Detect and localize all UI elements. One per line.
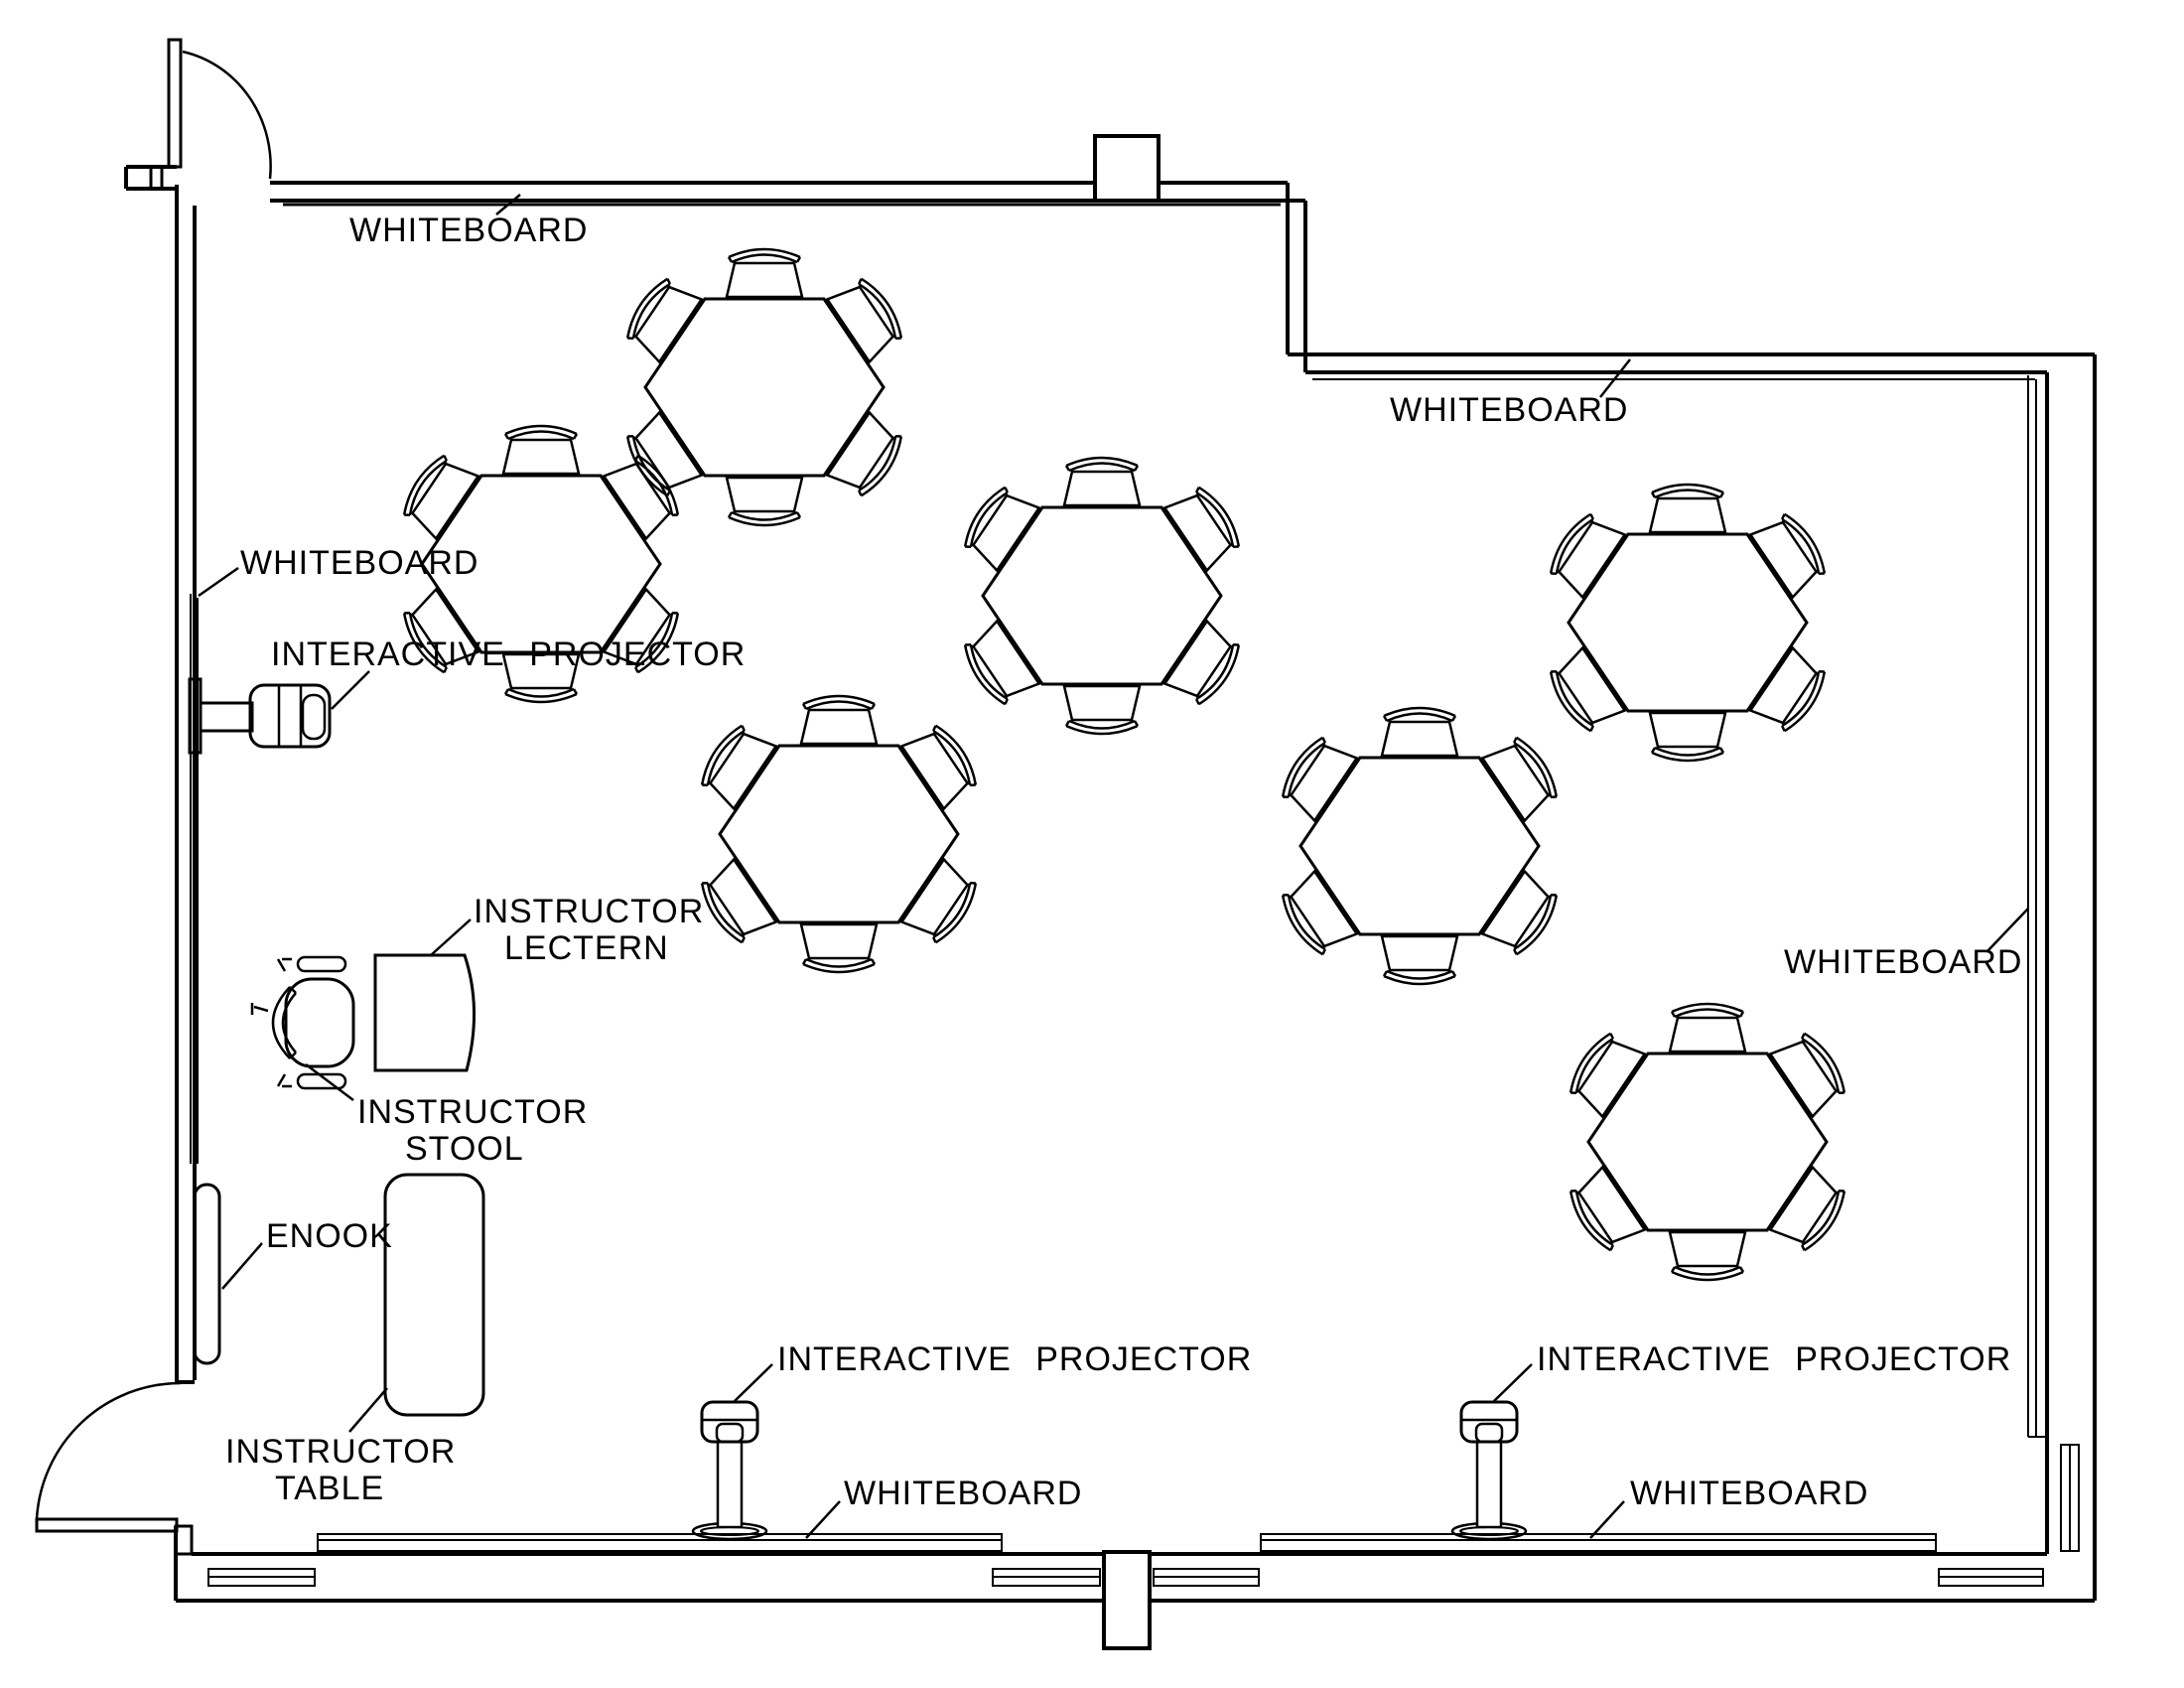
wall-left: [175, 185, 197, 1384]
door-leaf-bottom: [35, 1517, 179, 1533]
label-whiteboard-left: WHITEBOARD: [240, 544, 478, 582]
hex-table: [1275, 708, 1564, 984]
interactive-projector-floor-center-icon: [691, 1400, 768, 1541]
pillar-bottom: [1102, 1550, 1152, 1650]
interactive-projector-wall-icon: [188, 677, 332, 755]
whiteboard-rail-bottom-left: [317, 1533, 1003, 1552]
pillar-top: [1093, 134, 1160, 203]
whiteboard-right-wall: [2027, 375, 2047, 1438]
door-frame-ticks: [149, 167, 164, 189]
label-whiteboard-bottom-right: WHITEBOARD: [1630, 1475, 1868, 1512]
whiteboard-upper-right-wall: [1312, 371, 2035, 380]
hex-table: [619, 249, 908, 525]
label-instr-table-line1: INSTRUCTOR: [225, 1433, 456, 1471]
wall-windows: [207, 1444, 2080, 1587]
label-whiteboard-bottom-left: WHITEBOARD: [844, 1475, 1082, 1512]
label-leaders: [198, 194, 2029, 1539]
label-lectern-line1: INSTRUCTOR: [474, 893, 704, 930]
wall-upper-right: [1288, 352, 2095, 374]
door-swing-bottom-icon: [35, 1381, 182, 1520]
wall-step: [1286, 183, 1307, 372]
whiteboard-rail-bottom-right: [1260, 1533, 1937, 1552]
label-whiteboard-right: WHITEBOARD: [1784, 943, 2022, 981]
label-enook: ENOOK: [266, 1217, 393, 1255]
instructor-table-icon: [383, 1173, 485, 1417]
wall-right: [2045, 354, 2097, 1601]
label-whiteboard-top-left: WHITEBOARD: [349, 211, 588, 249]
enook-icon: [193, 1183, 221, 1365]
text-labels: WHITEBOARD WHITEBOARD WHITEBOARD WHITEBO…: [225, 211, 2022, 1512]
label-projector-left: INTERACTIVE PROJECTOR: [271, 635, 746, 673]
whiteboard-surfaces: [190, 203, 2047, 1552]
instructor-stool-icon: [250, 955, 355, 1090]
hex-table: [1543, 485, 1832, 761]
walls: [124, 134, 2097, 1650]
label-stool-line2: STOOL: [405, 1130, 524, 1168]
hex-table: [1563, 1004, 1851, 1280]
door-swing-top-icon: [182, 50, 272, 180]
label-whiteboard-top-right: WHITEBOARD: [1390, 391, 1628, 429]
interactive-projector-floor-right-icon: [1450, 1400, 1528, 1541]
label-projector-bottom-center: INTERACTIVE PROJECTOR: [777, 1340, 1252, 1378]
label-lectern-line2: LECTERN: [504, 929, 669, 967]
doors: [35, 38, 272, 1533]
hex-table: [957, 458, 1246, 734]
student-tables: [396, 249, 1851, 1280]
door-leaf-top: [167, 38, 183, 169]
instructor-lectern-icon: [373, 953, 477, 1072]
label-stool-line1: INSTRUCTOR: [357, 1093, 588, 1131]
hex-table: [694, 696, 983, 972]
door-jamb-bottom: [174, 1524, 194, 1556]
label-instr-table-line2: TABLE: [275, 1470, 384, 1507]
label-projector-bottom-right: INTERACTIVE PROJECTOR: [1537, 1340, 2011, 1378]
